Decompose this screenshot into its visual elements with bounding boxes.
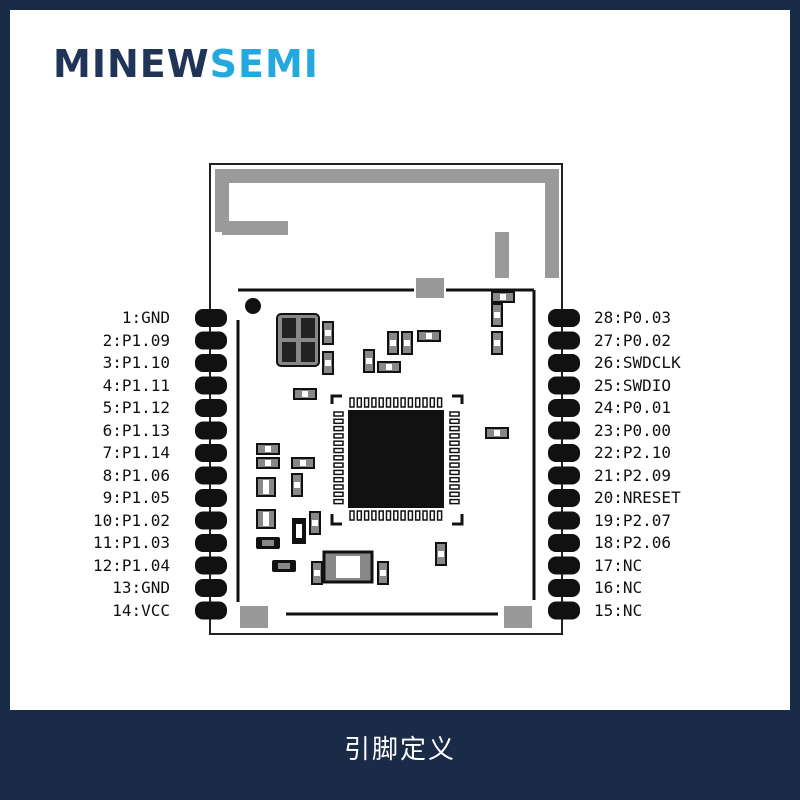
- pad-left-9: [195, 489, 227, 507]
- pad-left-3: [195, 354, 227, 372]
- pin-label-right: 25:SWDIO: [594, 375, 672, 395]
- pad-right-11: [548, 534, 580, 552]
- pin-label-right: 20:NRESET: [594, 488, 681, 507]
- logo-part-2: SEMI: [209, 42, 319, 86]
- pin1-marker: [245, 298, 261, 314]
- pin-label-right: 21:P2.09: [594, 465, 672, 485]
- pin-label-right: 28:P0.03: [594, 308, 672, 327]
- pin-label-left: 1:GND: [121, 308, 170, 327]
- pin-label-left: 11:P1.03: [92, 533, 170, 552]
- pad-right-7: [548, 444, 580, 462]
- pad-right-10: [548, 511, 580, 530]
- pin-label-right: 22:P2.10: [594, 443, 672, 462]
- logo-part-1: MINEW: [53, 42, 210, 86]
- pad-left-13: [195, 579, 227, 597]
- pad-left-7: [195, 444, 227, 462]
- pad-right-4: [548, 376, 580, 395]
- pin-label-left: 6:P1.13: [102, 420, 170, 440]
- pin-label-right: 24:P0.01: [594, 398, 672, 417]
- pad-left-4: [195, 376, 227, 395]
- pad-left-14: [195, 601, 227, 620]
- pin-label-left: 9:P1.05: [102, 488, 170, 507]
- pad-left-12: [195, 556, 227, 575]
- pin-label-left: 7:P1.14: [102, 443, 170, 462]
- corner-pad-top: [416, 278, 444, 298]
- pad-left-5: [195, 399, 227, 417]
- corner-pad-bottom-left: [240, 606, 268, 628]
- pad-left-6: [195, 421, 227, 440]
- pin-label-right: 27:P0.02: [594, 330, 672, 350]
- pad-right-1: [548, 309, 580, 327]
- pad-right-8: [548, 466, 580, 485]
- pin-label-right: 16:NC: [594, 578, 643, 597]
- minewsemi-logo: MINEWSEMI: [53, 44, 319, 84]
- pad-left-1: [195, 309, 227, 327]
- pin-label-left: 4:P1.11: [102, 375, 170, 395]
- pad-right-14: [548, 601, 580, 620]
- module-diagram: [195, 163, 580, 635]
- pin-label-left: 8:P1.06: [102, 465, 170, 485]
- left-pads: [195, 309, 227, 620]
- pin-label-right: 17:NC: [594, 555, 643, 575]
- pin-label-left: 3:P1.10: [102, 353, 170, 372]
- antenna-trace: [215, 169, 559, 278]
- main-chip: [348, 410, 444, 508]
- pad-left-11: [195, 534, 227, 552]
- pad-right-12: [548, 556, 580, 575]
- passive-components: [256, 291, 515, 585]
- pin-label-left: 14:VCC: [112, 600, 170, 620]
- pin-label-left: 5:P1.12: [102, 398, 170, 417]
- right-pads: [548, 309, 580, 620]
- pad-right-3: [548, 354, 580, 372]
- pin-label-right: 26:SWDCLK: [594, 353, 681, 372]
- pin-label-left: 13:GND: [112, 578, 170, 597]
- pad-right-9: [548, 489, 580, 507]
- pad-left-10: [195, 511, 227, 530]
- caption: 引脚定义: [343, 735, 456, 765]
- pin-label-right: 18:P2.06: [594, 533, 672, 552]
- pin-label-right: 23:P0.00: [594, 420, 672, 440]
- pad-left-8: [195, 466, 227, 485]
- pin-label-left: 12:P1.04: [92, 555, 170, 575]
- pad-right-5: [548, 399, 580, 417]
- pad-left-2: [195, 331, 227, 350]
- pad-right-6: [548, 421, 580, 440]
- pin-label-right: 15:NC: [594, 600, 643, 620]
- pin-label-right: 19:P2.07: [594, 510, 672, 530]
- pad-right-13: [548, 579, 580, 597]
- corner-pad-bottom-right: [504, 606, 532, 628]
- pin-label-left: 2:P1.09: [102, 330, 170, 350]
- shield-outline: [236, 288, 536, 616]
- pin-label-left: 10:P1.02: [92, 510, 170, 530]
- pad-right-2: [548, 331, 580, 350]
